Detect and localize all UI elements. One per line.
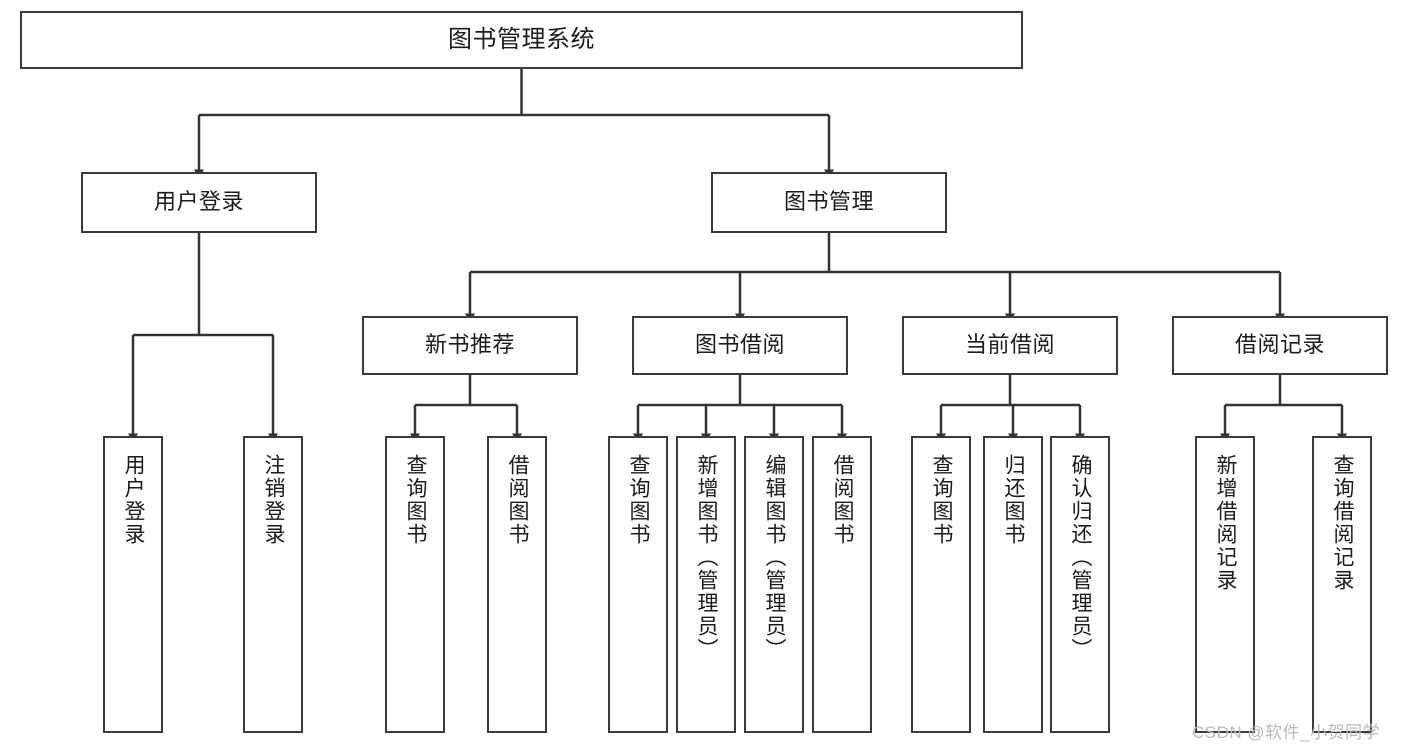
node-label: 图书管理系统 (448, 26, 595, 54)
node-label: 图书借阅 (694, 332, 785, 358)
node-label: 查询借阅记录 (1330, 454, 1354, 592)
node-l-queryrec[interactable]: 查询借阅记录 (1312, 436, 1372, 733)
node-label: 图书管理 (783, 189, 874, 215)
node-label: 查询图书 (929, 454, 953, 546)
node-newbook[interactable]: 新书推荐 (362, 316, 578, 375)
node-label: 借阅图书 (830, 454, 854, 546)
node-login[interactable]: 用户登录 (81, 172, 317, 233)
node-label: 新增图书（管理员） (694, 454, 718, 661)
node-l-query2[interactable]: 查询图书 (608, 436, 668, 733)
node-label: 用户登录 (121, 454, 145, 546)
node-root[interactable]: 图书管理系统 (20, 11, 1023, 69)
node-l-borrow2[interactable]: 借阅图书 (812, 436, 872, 733)
node-label: 编辑图书（管理员） (762, 454, 786, 661)
node-l-query1[interactable]: 查询图书 (385, 436, 445, 733)
node-l-addrec[interactable]: 新增借阅记录 (1195, 436, 1255, 733)
node-l-add[interactable]: 新增图书（管理员） (676, 436, 736, 733)
node-label: 新增借阅记录 (1213, 454, 1237, 592)
node-label: 借阅记录 (1234, 332, 1325, 358)
node-l-confirm[interactable]: 确认归还（管理员） (1050, 436, 1110, 733)
node-label: 注销登录 (261, 454, 285, 546)
node-label: 当前借阅 (964, 332, 1055, 358)
node-borrow[interactable]: 图书借阅 (632, 316, 848, 375)
node-l-login[interactable]: 用户登录 (103, 436, 163, 733)
node-l-logout[interactable]: 注销登录 (243, 436, 303, 733)
node-label: 查询图书 (626, 454, 650, 546)
node-label: 用户登录 (153, 189, 244, 215)
node-label: 查询图书 (403, 454, 427, 546)
node-label: 借阅图书 (505, 454, 529, 546)
node-label: 确认归还（管理员） (1068, 454, 1092, 661)
node-bookmgmt[interactable]: 图书管理 (711, 172, 947, 233)
node-l-borrow1[interactable]: 借阅图书 (487, 436, 547, 733)
node-label: 新书推荐 (424, 332, 515, 358)
node-l-edit[interactable]: 编辑图书（管理员） (744, 436, 804, 733)
node-label: 归还图书 (1001, 454, 1025, 546)
node-current[interactable]: 当前借阅 (902, 316, 1118, 375)
node-l-return[interactable]: 归还图书 (983, 436, 1043, 733)
node-records[interactable]: 借阅记录 (1172, 316, 1388, 375)
node-l-query3[interactable]: 查询图书 (911, 436, 971, 733)
